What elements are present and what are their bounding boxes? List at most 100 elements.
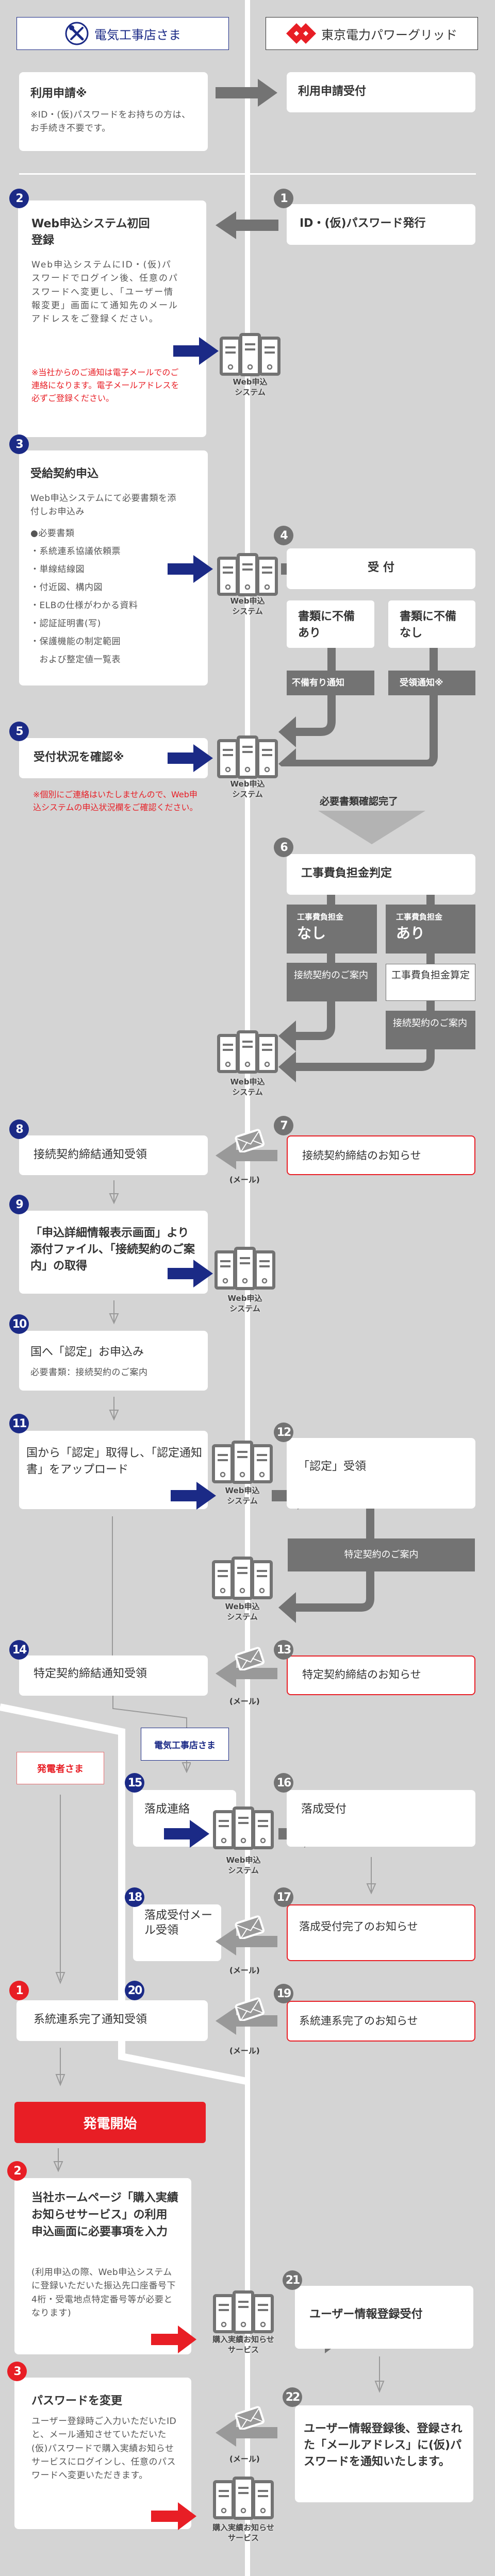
flow-return-arrow [278,1571,374,1623]
header-separator-left [19,173,245,175]
step-6-badge: 6 [274,838,293,857]
step-14-box: 特定契約締結通知受領 [19,1655,208,1696]
step-19-title: 系統連系完了のお知らせ [299,2015,418,2027]
mail-icon [235,1647,265,1670]
usage-application-box: 利用申請※ ※ID・(仮)パスワードをお持ちの方は、お手続き不要です。 [19,72,208,151]
flow-down-arrow [374,2356,385,2393]
step-20-box: 系統連系完了通知受領 [16,2000,208,2041]
step-3-doc: ・ELBの仕様がわかる資料 [30,600,138,611]
step-13-box: 特定契約締結のお知らせ [287,1655,475,1695]
step-8-title: 接続契約締結通知受領 [34,1148,147,1161]
step-16-box: 落成受付 [287,1790,475,1847]
server-icon [213,2290,274,2334]
arrow-right-gray [216,79,277,107]
branch-documents-complete: 書類に不備なし [388,600,475,648]
step-18-badge: 18 [125,1887,144,1907]
step-15-badge: 15 [125,1773,144,1793]
web-system-label: Web申込システム [225,1602,260,1621]
connection-contract-guide-right: 接続契約のご案内 [386,1011,475,1049]
cost-yes-label: 工事費負担金 [396,912,443,922]
step-3-doc: および整定値一覧表 [30,655,121,665]
down-triangle [318,811,425,844]
step-14-title: 特定契約締結通知受領 [34,1667,147,1680]
tepco-logo-icon [286,23,316,44]
server-icon [217,1030,278,1074]
branch-ng-label: 書類に不備あり [298,610,355,640]
cost-yes-value: あり [396,924,425,942]
step-1-title: ID・(仮)パスワード発行 [300,217,426,230]
step-12-badge: 12 [274,1423,293,1442]
step-11-badge: 11 [9,1414,29,1433]
specific-contract-guide: 特定契約のご案内 [288,1538,475,1571]
step-9-title: 「申込詳細情報表示画面」より添付ファイル、「接続契約のご案内」の取得 [30,1227,195,1273]
flow-line [112,1696,191,1773]
step-6-box: 工事費負担金判定 [287,854,475,895]
cost-yes-block: 工事費負担金 あり [386,905,475,954]
server-icon [214,1247,275,1290]
arrow-right-blue [173,337,219,365]
step-18-title: 落成受付メール受領 [144,1909,213,1937]
server-icon [212,1441,273,1484]
step-9-box: 「申込詳細情報表示画面」より添付ファイル、「接続契約のご案内」の取得 [19,1211,208,1294]
arrow-right-red [151,2326,196,2353]
cost-calculation-box: 工事費負担金算定 [386,964,475,1001]
server-icon [220,333,280,376]
server-icon [217,735,278,779]
step-3-doc: ・単線結線図 [30,564,85,575]
web-system-label: Web申込システム [233,377,268,397]
generator-step-3-badge: 3 [7,2362,27,2381]
arrow-right-blue [171,1482,216,1510]
generator-step-2-title: 当社ホームページ「購入実績お知らせサービス」の利用申込画面に必要事項を入力 [31,2192,178,2238]
arrow-left-lightgray [216,2419,277,2447]
step-3-badge: 3 [9,434,29,454]
step-1-box: ID・(仮)パスワード発行 [287,204,475,245]
step-17-title: 落成受付完了のお知らせ [299,1920,418,1933]
arrow-right-blue [168,555,213,583]
step-19-box: 系統連系完了のお知らせ [287,2001,475,2042]
mail-label: (メール) [229,1966,260,1975]
step-12-title: 「認定」受領 [298,1460,367,1473]
step-2-body: Web申込システムにID・(仮)パスワードでログイン後、任意のパスワードへ変更し… [31,260,178,325]
mail-label: (メール) [229,2454,260,2464]
generator-step-2-body: (利用申込の際、Web申込システムに登録いただいた振込先口座番号下4桁・受電地点… [31,2267,176,2319]
step-2-badge: 2 [9,189,29,208]
step-4-title: 受 付 [368,561,394,574]
notice-received: 受領通知※ [388,671,475,695]
contractor-header-label: 電気工事店さま [94,27,181,42]
contractor-small-label: 電気工事店さま [141,1728,229,1761]
branch-documents-incomplete: 書類に不備あり [287,600,374,648]
server-icon [217,553,278,596]
documents-complete-label: 必要書類確認完了 [320,796,399,807]
step-6-title: 工事費負担金判定 [301,867,392,880]
generator-step-1-badge: 1 [9,1981,29,2000]
connector [327,895,335,905]
flow-line [112,1516,113,1655]
step-3-doc: ・付近図、構内図 [30,582,103,593]
step-5-title: 受付状況を確認※ [34,751,124,764]
arrow-left-lightgray [216,2007,277,2035]
step-2-title: Web申込システム初回登録 [31,218,150,247]
connector [426,895,435,905]
connector [426,954,435,964]
step-10-box: 国へ「認定」お申込み 必要書類：接続契約のご案内 [19,1331,208,1391]
step-21-box: ユーザー情報登録受付 [295,2286,473,2349]
notice-incomplete: 不備有り通知 [287,671,374,695]
flow-down-arrow [55,2048,65,2086]
web-system-label: Web申込システム [230,1077,265,1097]
step-15-title: 落成連絡 [144,1803,190,1816]
step-17-box: 落成受付完了のお知らせ [287,1904,475,1961]
flow-down-arrow [109,1180,119,1205]
generator-step-2-badge: 2 [7,2161,27,2181]
step-10-body: 必要書類：接続契約のご案内 [30,1367,148,1378]
mail-label: (メール) [229,1175,260,1184]
mail-icon [235,2406,265,2430]
step-7-title: 接続契約締結のお知らせ [302,1149,421,1162]
generator-label: 発電者さま [16,1752,104,1784]
arrow-left-lightgray [216,1142,277,1169]
step-1-badge: 1 [274,189,293,208]
step-12-box: 「認定」受領 [287,1438,475,1509]
connector [327,954,335,963]
generator-step-3-box: パスワードを変更 ユーザー登録時ご入力いただいたIDと、メール通知させていただい… [14,2378,191,2529]
step-22-title: ユーザー情報登録後、登録された「メールアドレス」に(仮)パスワードを通知いたしま… [304,2422,463,2468]
connector [426,1001,435,1011]
